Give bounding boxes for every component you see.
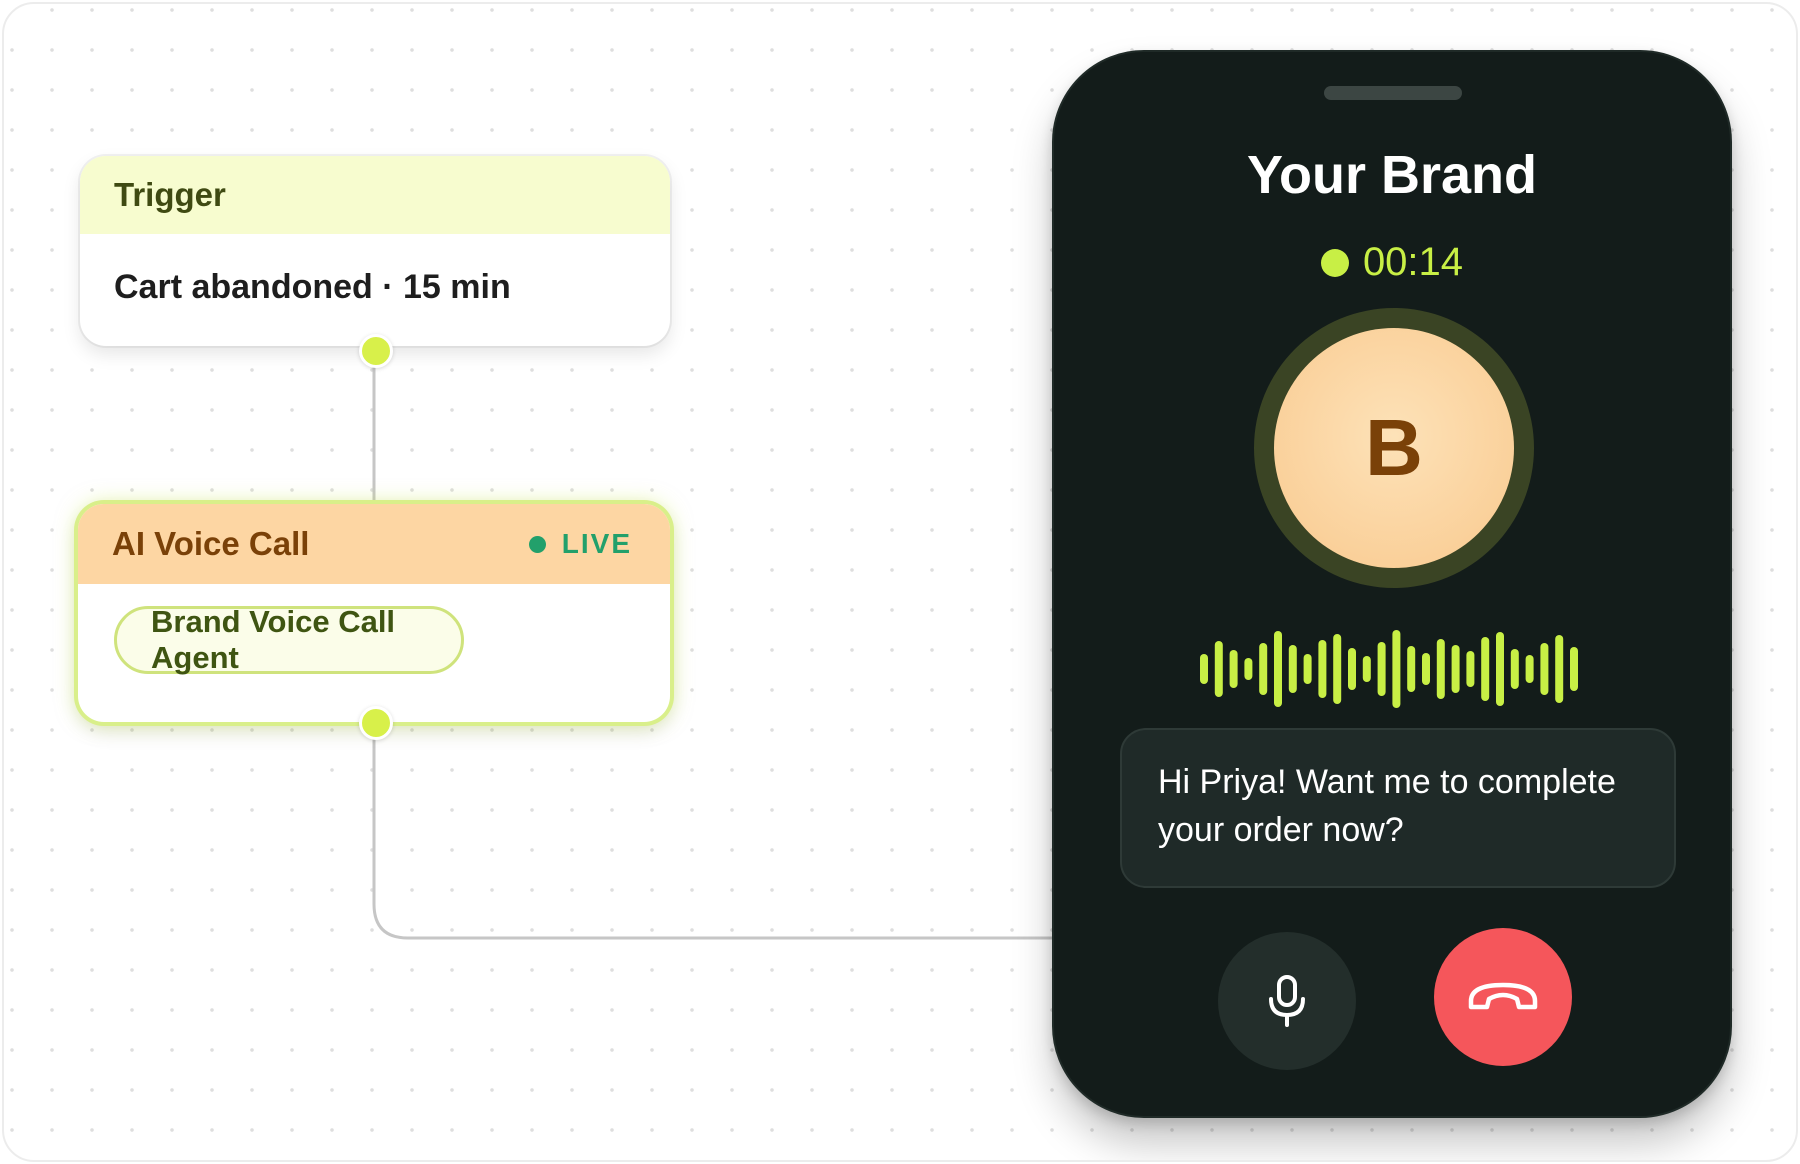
phone-mockup: Your Brand 00:14 B Hi Priya! Want me to … xyxy=(1052,50,1732,1118)
live-status-label: LIVE xyxy=(561,528,632,559)
voice-output-port[interactable] xyxy=(359,706,393,740)
flow-connector xyxy=(372,352,1056,940)
trigger-output-port[interactable] xyxy=(359,334,393,368)
transcript-bubble: Hi Priya! Want me to complete your order… xyxy=(1120,728,1676,888)
hang-up-icon xyxy=(1468,982,1538,1010)
caller-avatar: B xyxy=(1274,328,1514,568)
trigger-node-title: Trigger xyxy=(80,156,670,234)
trigger-node-detail: Cart abandoned · 15 min xyxy=(114,268,511,306)
agent-chip[interactable]: Brand Voice Call Agent xyxy=(114,604,464,675)
recording-dot-icon xyxy=(1320,248,1349,277)
caller-brand-name: Your Brand xyxy=(1246,145,1537,205)
call-timer-value: 00:14 xyxy=(1362,240,1464,284)
voice-node-title: AI Voice Call xyxy=(112,525,310,562)
live-dot-icon xyxy=(528,535,546,553)
trigger-node[interactable]: Trigger Cart abandoned · 15 min xyxy=(80,156,670,346)
caller-avatar-ring: B xyxy=(1254,308,1534,588)
end-call-button[interactable] xyxy=(1434,928,1572,1066)
call-timer: 00:14 xyxy=(1054,240,1730,285)
ai-voice-call-node[interactable]: AI Voice Call LIVE Brand Voice Call Agen… xyxy=(78,504,670,722)
mute-button[interactable] xyxy=(1218,932,1356,1070)
audio-waveform-icon xyxy=(1200,630,1578,708)
microphone-icon xyxy=(1269,975,1305,1027)
live-status-badge: LIVE xyxy=(528,528,632,560)
phone-notch xyxy=(1324,86,1462,100)
